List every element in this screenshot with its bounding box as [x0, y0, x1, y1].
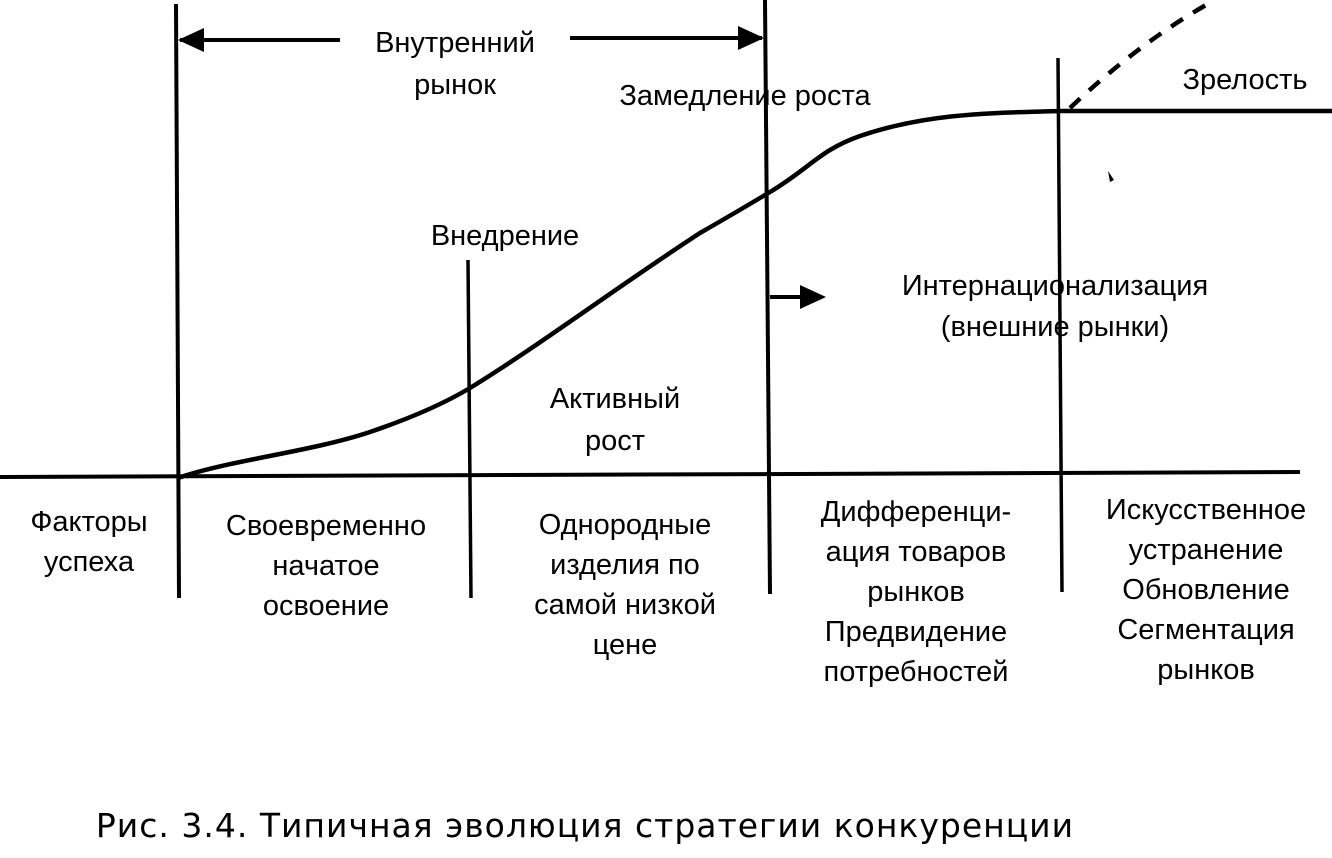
- label-maturity: Зрелость: [1182, 64, 1308, 96]
- figure-caption: Рис. 3.4. Типичная эволюция стратегии ко…: [95, 806, 1075, 845]
- factor-active-growth: Однородные изделия по самой низкой цене: [534, 509, 716, 662]
- time-axis: [0, 470, 1301, 479]
- divider-maturity: [1056, 57, 1064, 593]
- internationalization-arrowhead: [800, 285, 826, 309]
- arrowhead-left: [178, 28, 204, 52]
- factor-maturity: Искусственное устранение Обновление Сегм…: [1105, 494, 1307, 687]
- label-success-factors: Факторы успеха: [30, 506, 148, 579]
- label-internal-market: Внутренний рынок: [340, 22, 570, 107]
- arrowhead-right: [738, 26, 764, 50]
- label-introduction: Внедрение: [430, 220, 580, 252]
- divider-start: [174, 3, 181, 599]
- evolution-curve: [177, 108, 1332, 481]
- label-internationalization: Интернационализация (внешние рынки): [901, 270, 1209, 343]
- dashed-continuation: [1068, 0, 1217, 110]
- divider-slowdown: [763, 0, 772, 595]
- speck-1: [1108, 171, 1114, 182]
- factor-slowdown: Дифференци- ация товаров рынков Предвиде…: [820, 496, 1012, 689]
- label-active-growth: Активный рост: [549, 383, 681, 458]
- factor-introduction: Своевременно начатое освоение: [225, 510, 427, 623]
- divider-introduction: [466, 259, 473, 599]
- label-growth-slowdown: Замедление роста: [619, 80, 871, 112]
